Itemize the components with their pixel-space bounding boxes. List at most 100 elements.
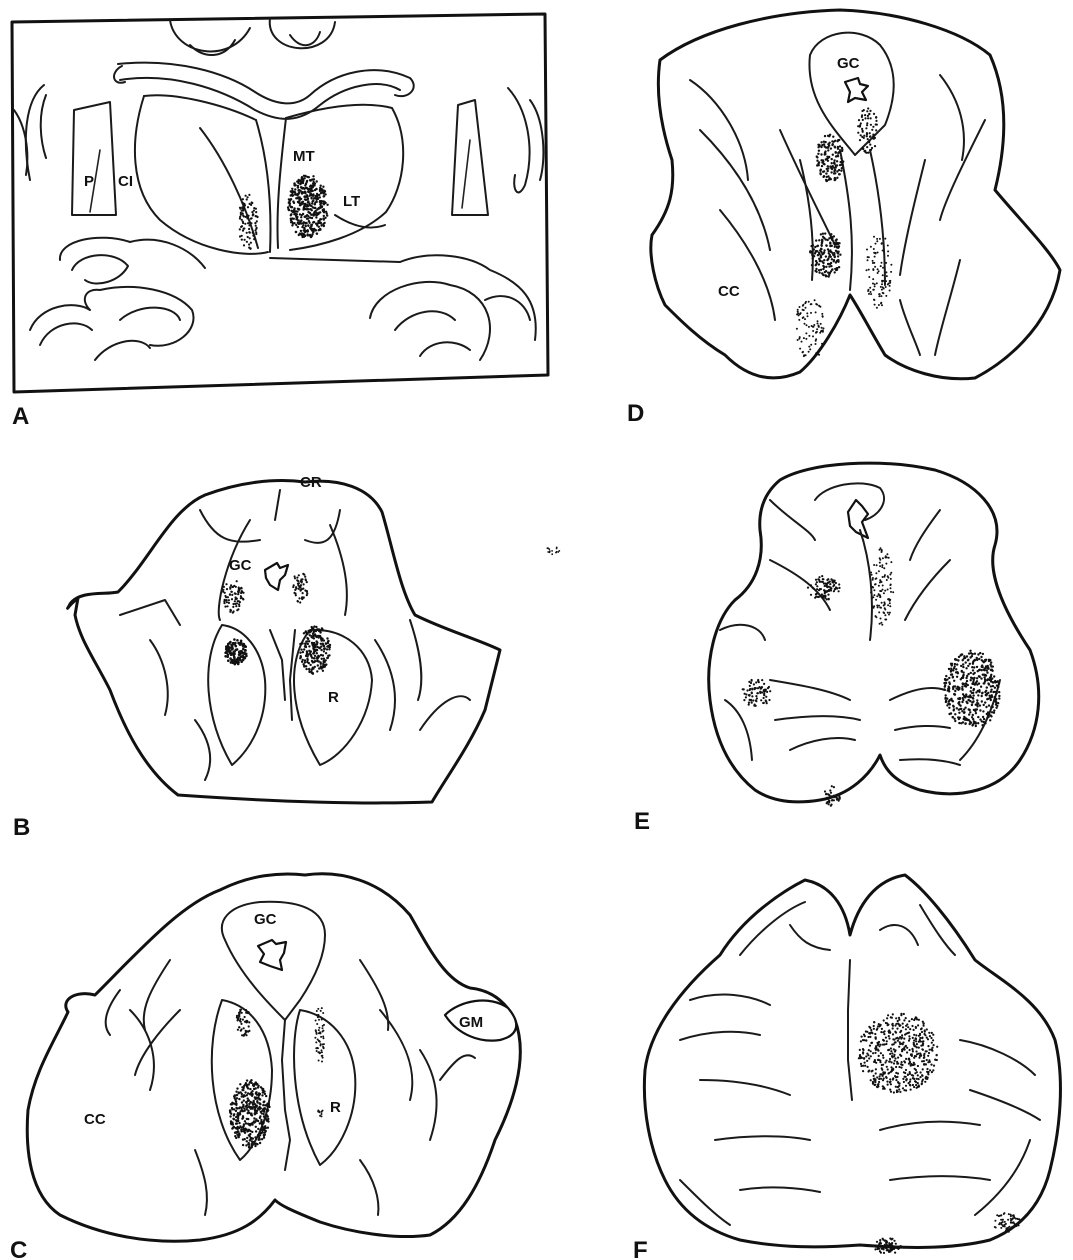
stipple-dot [871,129,873,131]
stipple-dot [241,587,243,589]
stipple-dot [1011,1226,1013,1228]
stipple-dot [889,612,891,614]
stipple-dot [921,1048,923,1050]
stipple-dot [890,572,892,574]
stipple-dot [876,605,878,607]
stipple-dot [557,551,559,553]
stipple-dot [300,584,302,586]
stipple-dot [229,594,231,596]
stipple-dot [977,716,979,718]
stipple-dot [976,699,978,701]
stipple-dot [834,256,836,258]
stipple-dot [947,689,949,691]
stipple-dot [900,1038,902,1040]
stipple-dot [892,1033,894,1035]
stipple-dot [547,547,549,549]
stipple-dot [867,259,869,261]
stipple-dot [311,642,313,644]
stipple-dot [303,229,305,231]
stipple-dot [258,1139,260,1141]
stipple-dot [839,797,841,799]
stipple-dot [932,1069,934,1071]
stipple-dot [833,172,835,174]
stipple-dot [972,669,974,671]
stipple-dot [974,708,976,710]
stipple-dot [812,257,814,259]
stipple-dot [237,608,239,610]
stipple-dot [814,246,816,248]
stipple-dot [884,1244,886,1246]
stipple-dot [316,1010,318,1012]
stipple-cluster [809,232,842,277]
stipple-dot [881,602,883,604]
stipple-dot [293,592,295,594]
stipple-dot [549,550,551,552]
stipple-cluster [943,650,1000,728]
panel-b: CR GC R B [13,474,500,841]
stipple-dot [837,152,839,154]
stipple-dot [887,1024,889,1026]
stipple-dot [810,303,812,305]
stipple-dot [302,663,304,665]
stipple-dot [229,586,231,588]
stipple-dot [254,1145,256,1147]
stipple-dot [256,1105,258,1107]
stipple-dot [830,237,832,239]
stipple-dot [298,189,300,191]
stipple-dot [906,1051,908,1053]
stipple-dot [986,716,988,718]
stipple-dot [761,686,763,688]
stipple-dot [994,1220,996,1222]
stipple-dot [246,1102,248,1104]
stipple-dot [966,655,968,657]
stipple-dot [318,628,320,630]
stipple-dot [878,304,880,306]
stipple-dot [913,1086,915,1088]
stipple-dot [833,796,835,798]
stipple-dot [878,570,880,572]
stipple-dot [888,1037,890,1039]
stipple-dot [916,1053,918,1055]
stipple-dot [246,1020,248,1022]
stipple-dot [234,1094,236,1096]
stipple-dot [299,652,301,654]
stipple-dot [243,203,245,205]
stipple-dot [311,217,313,219]
label-ci: CI [118,173,133,190]
stipple-dot [827,248,829,250]
stipple-dot [888,1035,890,1037]
stipple-dot [829,242,831,244]
stipple-dot [872,268,874,270]
stipple-dot [944,684,946,686]
stipple-dot [302,588,304,590]
stipple-dot [326,214,328,216]
stipple-dot [986,667,988,669]
stipple-dot [248,1112,250,1114]
stipple-dot [821,242,823,244]
stipple-dot [931,1042,933,1044]
stipple-dot [246,1140,248,1142]
stipple-dot [899,1091,901,1093]
stipple-dot [897,1086,899,1088]
stipple-dot [307,198,309,200]
stipple-dot [883,1040,885,1042]
stipple-dot [315,640,317,642]
stipple-dot [982,710,984,712]
stipple-dot [238,605,240,607]
stipple-dot [885,262,887,264]
stipple-dot [323,650,325,652]
stipple-dot [323,648,325,650]
stipple-dot [868,1070,870,1072]
stipple-dot [905,1017,907,1019]
stipple-dot [822,331,824,333]
stipple-dot [254,1112,256,1114]
stipple-dot [989,719,991,721]
stipple-dot [318,636,320,638]
stipple-dot [818,161,820,163]
stipple-dot [237,1135,239,1137]
stipple-dot [248,228,250,230]
stipple-dot [318,1060,320,1062]
stipple-dot [967,659,969,661]
stipple-dot [904,1061,906,1063]
stipple-dot [890,578,892,580]
